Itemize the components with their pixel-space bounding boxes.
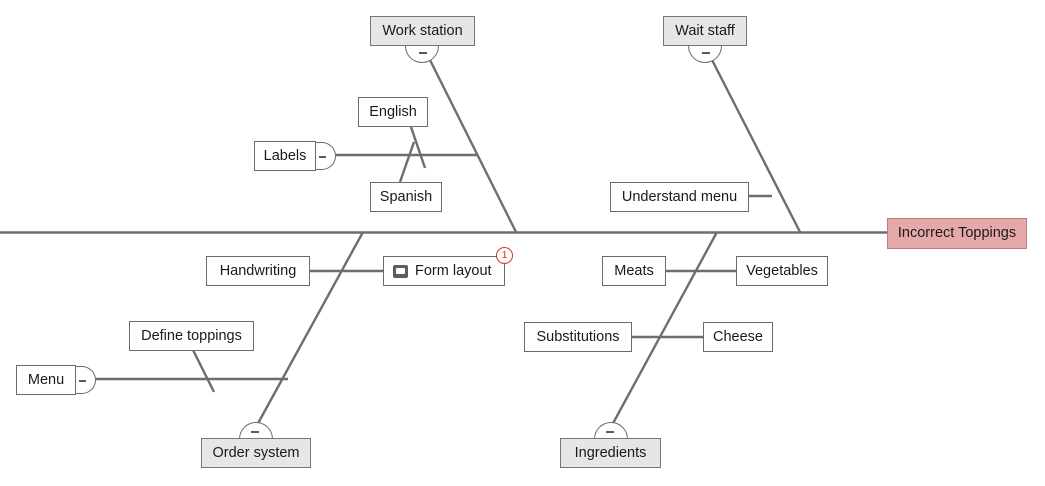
cause-node-spanish[interactable]: Spanish: [370, 182, 442, 212]
cause-node-cheese[interactable]: Cheese: [703, 322, 773, 352]
cause-node-handwriting[interactable]: Handwriting: [206, 256, 310, 286]
comment-count-value: 1: [501, 249, 508, 262]
cause-label-meats: Meats: [614, 262, 654, 279]
cause-label-substitutions: Substitutions: [536, 328, 620, 345]
effect-label: Incorrect Toppings: [897, 225, 1017, 242]
category-node-wait-staff[interactable]: Wait staff: [663, 16, 747, 46]
subspine-label-menu: Menu: [27, 371, 65, 388]
collapse-handle-wait-staff[interactable]: [688, 46, 722, 63]
category-label-ingredients: Ingredients: [574, 444, 647, 461]
category-node-work-station[interactable]: Work station: [370, 16, 475, 46]
cause-label-vegetables: Vegetables: [746, 262, 818, 279]
cause-line-spanish: [398, 141, 416, 183]
subspine-node-labels[interactable]: Labels: [254, 141, 316, 171]
collapse-handle-ingredients[interactable]: [594, 422, 628, 439]
subspine-label-labels: Labels: [263, 147, 307, 164]
collapse-handle-menu[interactable]: [76, 366, 96, 394]
category-label-wait-staff: Wait staff: [675, 22, 735, 39]
cause-line-english: [409, 126, 427, 169]
comment-count-badge[interactable]: 1: [496, 247, 513, 264]
cause-label-define-toppings: Define toppings: [141, 327, 242, 344]
effect-node-incorrect-toppings[interactable]: Incorrect Toppings: [887, 218, 1027, 249]
cause-node-understand-menu[interactable]: Understand menu: [610, 182, 749, 212]
cause-label-form-layout: Form layout: [415, 262, 492, 279]
collapse-handle-order-system[interactable]: [239, 422, 273, 439]
category-node-ingredients[interactable]: Ingredients: [560, 438, 661, 468]
category-node-order-system[interactable]: Order system: [201, 438, 311, 468]
minus-icon: [702, 52, 710, 54]
cause-label-english: English: [369, 103, 417, 120]
cause-label-understand-menu: Understand menu: [621, 188, 738, 205]
cause-node-meats[interactable]: Meats: [602, 256, 666, 286]
cause-node-substitutions[interactable]: Substitutions: [524, 322, 632, 352]
cause-line-define-toppings: [190, 347, 216, 393]
subspine-node-menu[interactable]: Menu: [16, 365, 76, 395]
minus-icon: [419, 52, 427, 54]
collapse-handle-work-station[interactable]: [405, 46, 439, 63]
cause-label-spanish: Spanish: [379, 188, 433, 205]
cause-node-form-layout[interactable]: Form layout: [383, 256, 505, 286]
minus-icon: [319, 156, 326, 158]
cause-node-english[interactable]: English: [358, 97, 428, 127]
collapse-handle-labels[interactable]: [316, 142, 336, 170]
cause-label-handwriting: Handwriting: [219, 262, 297, 279]
minus-icon: [606, 431, 614, 433]
cause-node-vegetables[interactable]: Vegetables: [736, 256, 828, 286]
note-icon: [393, 264, 408, 278]
cause-node-define-toppings[interactable]: Define toppings: [129, 321, 254, 351]
category-label-work-station: Work station: [382, 22, 463, 39]
minus-icon: [79, 380, 86, 382]
cause-label-cheese: Cheese: [713, 328, 763, 345]
category-label-order-system: Order system: [212, 444, 300, 461]
minus-icon: [251, 431, 259, 433]
